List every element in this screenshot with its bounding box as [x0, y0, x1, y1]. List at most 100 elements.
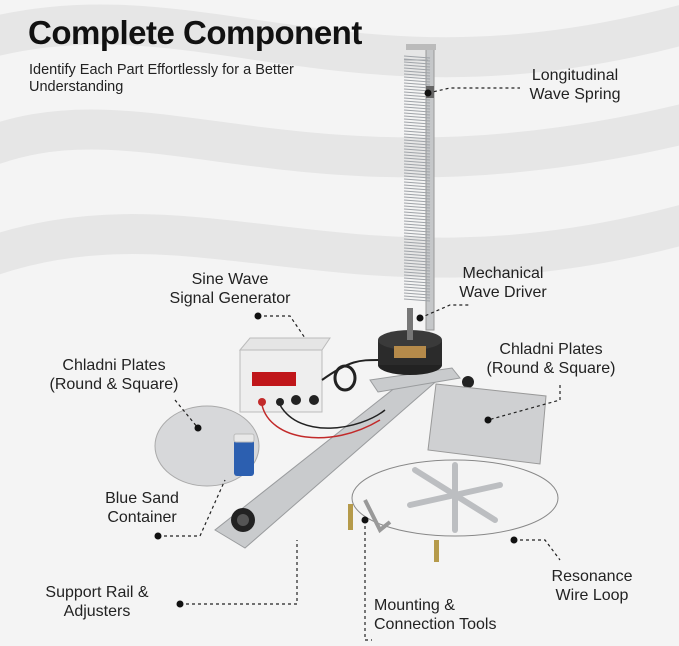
spring-coil	[403, 274, 431, 278]
spring-coil	[403, 196, 431, 200]
leader-dots	[154, 89, 518, 608]
label-plates-left: Chladni Plates(Round & Square)	[49, 357, 179, 393]
spring-coil	[403, 181, 431, 185]
leader-lines	[158, 87, 561, 641]
label-tools: Mounting &Connection Tools	[374, 597, 497, 633]
spring-coil	[403, 211, 431, 215]
spring-coil	[403, 244, 431, 248]
spring-coil	[403, 64, 431, 68]
spring-coil	[403, 268, 431, 272]
spring-coil	[403, 175, 431, 179]
spring-coil	[403, 133, 431, 137]
spring-coil	[403, 208, 431, 212]
spring-coil	[403, 205, 431, 209]
spring-column	[403, 44, 436, 331]
spring-coil	[403, 121, 431, 125]
spring-coil	[403, 184, 431, 188]
spring-coil	[403, 292, 431, 296]
spring-coil	[403, 166, 431, 170]
spring-coil	[403, 217, 431, 221]
spring-coil	[403, 238, 431, 242]
spring-coil	[403, 106, 431, 110]
spring-coil	[403, 73, 431, 77]
spring-coil	[403, 214, 431, 218]
spring-coil	[403, 151, 431, 155]
spring-coil	[403, 187, 431, 191]
spring-coil	[403, 172, 431, 176]
spring-coil	[403, 130, 431, 134]
resonance-wire-loop	[351, 459, 559, 562]
spring-coil	[403, 94, 431, 98]
spring-coil	[403, 61, 431, 65]
spring-coil	[403, 127, 431, 131]
spring-coil	[403, 253, 431, 257]
spring-coil	[403, 76, 431, 80]
spring-coil	[403, 118, 431, 122]
label-rail: Support Rail &Adjusters	[45, 584, 149, 620]
background-waves	[0, 4, 679, 278]
spring-coil	[403, 265, 431, 269]
spring-coil	[403, 103, 431, 107]
page-title: Complete Component	[28, 14, 362, 51]
spring-coil	[403, 247, 431, 251]
spring-coil	[403, 298, 431, 302]
spring-coil	[403, 259, 431, 263]
spring-coil	[403, 124, 431, 128]
spring-coil	[403, 280, 431, 284]
support-rail	[214, 367, 474, 549]
mounting-tools	[348, 499, 392, 534]
square-chladni-plate	[427, 383, 547, 465]
spring-coil	[403, 202, 431, 206]
spring-coil	[403, 115, 431, 119]
spring-coil	[403, 100, 431, 104]
spring-coil	[403, 283, 431, 287]
label-plates-right: Chladni Plates(Round & Square)	[486, 341, 616, 377]
spring-coil	[403, 286, 431, 290]
spring-coil	[403, 250, 431, 254]
spring-coil	[403, 277, 431, 281]
wave-driver	[378, 308, 442, 375]
spring-coil	[403, 169, 431, 173]
spring-coil	[403, 220, 431, 224]
spring-coil	[403, 82, 431, 86]
spring-coil	[403, 235, 431, 239]
spring-coil	[403, 139, 431, 143]
spring-coil	[403, 226, 431, 230]
spring-coil	[403, 136, 431, 140]
spring-coil	[403, 148, 431, 152]
spring-coil	[403, 256, 431, 260]
spring-coil	[403, 109, 431, 113]
blue-sand-container	[233, 433, 255, 476]
spring-coil	[403, 85, 431, 89]
signal-generator	[238, 337, 386, 439]
spring-coil	[403, 223, 431, 227]
spring-coil	[403, 154, 431, 158]
spring-coil	[403, 55, 431, 59]
spring-coil	[403, 241, 431, 245]
spring-coil	[403, 163, 431, 167]
round-chladni-plate	[154, 405, 260, 487]
spring-coil	[403, 142, 431, 146]
spring-coil	[403, 271, 431, 275]
spring-coil	[403, 160, 431, 164]
spring-coil	[403, 67, 431, 71]
spring-coil	[403, 289, 431, 293]
spring-coil	[403, 229, 431, 233]
spring-coil	[403, 190, 431, 194]
spring-coil	[403, 193, 431, 197]
spring-coil	[403, 70, 431, 74]
spring-coil	[403, 178, 431, 182]
spring-coil	[403, 232, 431, 236]
spring-coil	[403, 295, 431, 299]
spring-coil	[403, 262, 431, 266]
spring-coil	[403, 97, 431, 101]
spring-coil	[403, 58, 431, 62]
spring-coil	[403, 157, 431, 161]
spring-coil	[403, 79, 431, 83]
